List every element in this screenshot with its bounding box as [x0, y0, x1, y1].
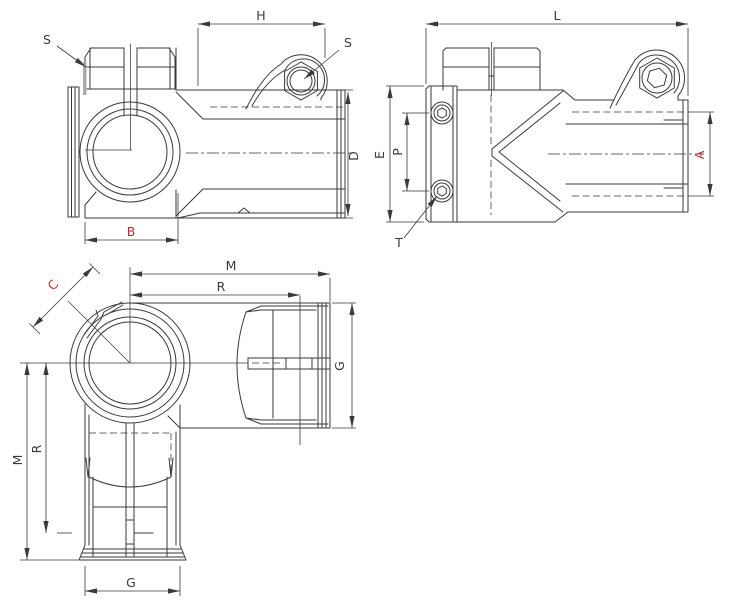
- dim-l-label: L: [554, 8, 561, 23]
- dim-g-bottom-label: G: [126, 575, 136, 590]
- view-top: M R C G M R G: [10, 258, 356, 596]
- bottom-arm-socket: [85, 457, 174, 557]
- tube-transition: [175, 91, 204, 217]
- dim-p-extensions: [402, 112, 429, 192]
- view-side: L E P A T: [372, 8, 714, 250]
- bolt-socket-circle: [289, 69, 313, 93]
- bottom-arm-hidden: [88, 432, 172, 473]
- screw-hex-socket: [437, 107, 447, 119]
- dim-c-label: C: [44, 276, 61, 293]
- clamp-ears: [84, 47, 176, 90]
- dim-r-left-label: R: [29, 444, 44, 453]
- tube-outline: [84, 89, 346, 219]
- bolt-hex-socket: [646, 67, 668, 89]
- body-side-edges: [84, 47, 177, 219]
- dim-p-label: P: [390, 148, 405, 156]
- bolt-lug: [609, 49, 685, 109]
- dim-h-label: H: [256, 8, 265, 23]
- dim-d-label: D: [346, 151, 361, 161]
- tube-chamfer-line: [199, 207, 346, 214]
- bore-lines: [565, 119, 689, 189]
- leader-s-left-label: S: [43, 32, 51, 47]
- leader-s-right: [303, 49, 340, 80]
- tube-bore-lines: [202, 118, 346, 190]
- dim-a-label: A: [692, 150, 707, 159]
- right-arm-socket: [236, 305, 329, 425]
- dim-d-extensions: [345, 89, 353, 219]
- bottom-arm-outline: [78, 403, 187, 561]
- bore-circle: [92, 114, 168, 190]
- washer-edge: [83, 62, 87, 95]
- clamp-blocks: [442, 47, 541, 91]
- bottom-arm-slot: [125, 422, 154, 557]
- boss-facets: [83, 301, 124, 339]
- leader-t-label: T: [394, 235, 403, 250]
- dim-h-extensions: [197, 28, 326, 86]
- socket-screw-bottom: [430, 179, 454, 203]
- dim-g-right-label: G: [332, 361, 347, 371]
- leader-s-right-label: S: [344, 35, 352, 50]
- hex-bolt-head: [639, 57, 675, 99]
- boss-circle: [79, 101, 181, 203]
- bolt-washer-circle: [641, 62, 673, 94]
- flange-plate: [425, 85, 458, 223]
- dim-e-label: E: [372, 151, 387, 159]
- dim-c-line: [32, 266, 94, 328]
- screw-hex-socket: [437, 185, 447, 197]
- bolt-washer-circle: [286, 66, 316, 96]
- flange-edge-lines: [67, 86, 80, 218]
- socket-screw-top: [430, 101, 454, 125]
- dim-m-top-label: M: [226, 258, 237, 273]
- right-arm-slot: [247, 357, 331, 370]
- dim-b-label: B: [127, 224, 136, 239]
- right-arm-outline: [129, 302, 331, 429]
- bore-chamfer-circle: [86, 108, 174, 196]
- v-notch: [491, 90, 564, 213]
- dim-c-ticks: [29, 263, 101, 335]
- view-front: H D B S S: [43, 8, 361, 244]
- leader-t: [403, 195, 438, 239]
- dim-l-extensions: [425, 28, 689, 96]
- leader-s-left: [56, 45, 87, 68]
- bolt-lug: [245, 54, 328, 110]
- body-outline: [428, 89, 689, 223]
- hex-bolt-head: [284, 61, 318, 101]
- hidden-bore-lines: [572, 111, 686, 197]
- dim-r-top-label: R: [217, 279, 226, 294]
- dim-m-left-label: M: [10, 455, 25, 466]
